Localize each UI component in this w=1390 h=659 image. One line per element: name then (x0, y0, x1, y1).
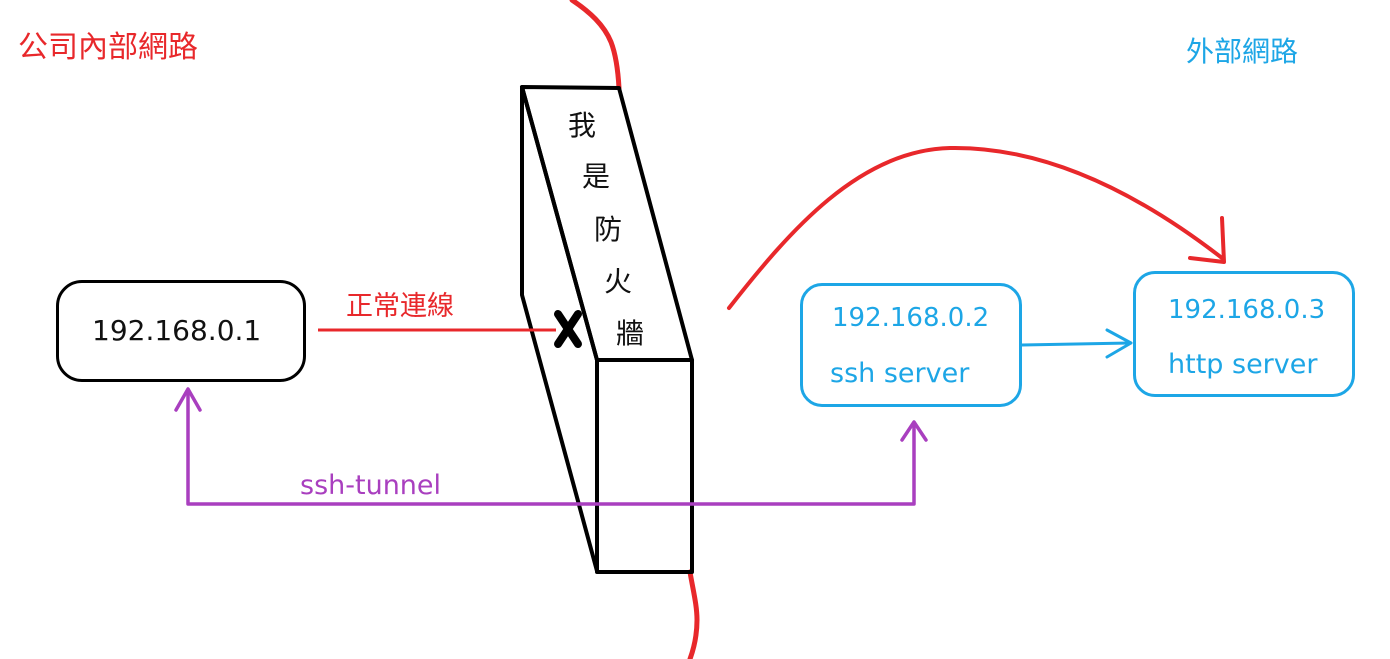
http-server-node (1133, 271, 1355, 397)
ssh-to-http-line (1021, 341, 1131, 347)
firewall-char-3: 防 (594, 213, 623, 246)
ssh-server-name-label: ssh server (830, 358, 970, 389)
client-ip-label: 192.168.0.1 (92, 314, 262, 347)
tunnel-arrowhead-client (174, 387, 202, 412)
ssh-to-http-arrowhead (1105, 328, 1133, 359)
external-network-title: 外部網路 (1186, 35, 1299, 68)
network-boundary-bottom (687, 569, 700, 659)
network-boundary-top (569, 0, 622, 91)
client-node (56, 280, 306, 382)
forward-arc-arrowhead (1188, 216, 1226, 264)
normal-connection-label: 正常連線 (346, 291, 454, 322)
firewall-char-5: 牆 (616, 317, 645, 350)
firewall-char-4: 火 (604, 265, 633, 298)
ssh-tunnel-label: ssh-tunnel (300, 470, 442, 501)
ssh-tunnel-line (186, 392, 916, 506)
firewall (520, 85, 694, 574)
ssh-server-node (800, 283, 1022, 407)
forward-arc-arrow (727, 145, 1224, 310)
ssh-server-ip-label: 192.168.0.2 (832, 303, 990, 333)
http-server-ip-label: 192.168.0.3 (1168, 295, 1326, 325)
blocked-x-icon (554, 310, 582, 348)
firewall-char-2: 是 (582, 160, 611, 193)
tunnel-arrowhead-ssh (900, 420, 928, 442)
firewall-char-1: 我 (568, 109, 597, 142)
internal-network-title: 公司內部網路 (18, 30, 198, 65)
http-server-name-label: http server (1168, 349, 1318, 380)
